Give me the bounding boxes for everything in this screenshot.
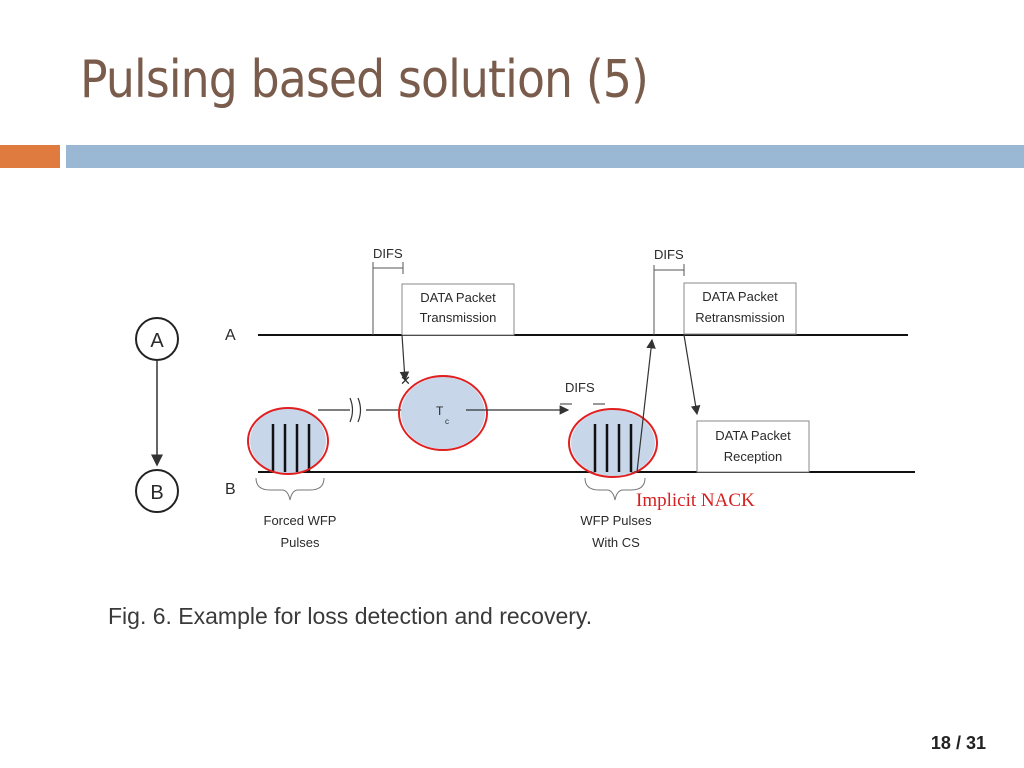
page-total: 31 (965, 733, 986, 753)
data-transmission-box: DATA Packet Transmission (401, 283, 515, 336)
highlight-circle-forced (247, 407, 329, 475)
highlight-circle-tc (398, 375, 488, 451)
nack-arrow (636, 338, 656, 473)
retransmission-arrow (683, 334, 701, 416)
lost-packet-arrow (399, 334, 410, 382)
tc-interval: T c (318, 375, 570, 451)
title-accent-bar-blue (66, 145, 1024, 168)
node-b-label: B (150, 482, 163, 504)
node-a-label: A (150, 330, 164, 352)
timeline-b-label: B (225, 481, 236, 498)
tc-label: T (436, 404, 444, 418)
rx-box-line-1: DATA Packet (715, 428, 791, 443)
forced-wfp-pulses: Forced WFP Pulses (247, 407, 337, 550)
tx-box-line-2: Transmission (420, 310, 497, 325)
difs-label-1: DIFS (373, 246, 403, 261)
forced-pulses-label-2: Pulses (280, 535, 320, 550)
forced-pulses-label-1: Forced WFP (264, 513, 337, 528)
retx-box-line-1: DATA Packet (702, 289, 778, 304)
difs-marker-3: DIFS (653, 247, 685, 335)
slide-title: Pulsing based solution (5) (80, 50, 649, 110)
timeline-a-label: A (225, 327, 236, 344)
difs-label-3: DIFS (654, 247, 684, 262)
figure-caption: Fig. 6. Example for loss detection and r… (108, 603, 593, 629)
retx-box-line-2: Retransmission (695, 310, 785, 325)
highlight-circle-cs (568, 408, 658, 478)
rx-box-line-2: Reception (724, 449, 783, 464)
page-separator: / (950, 733, 966, 753)
page-current: 18 (930, 733, 951, 753)
difs-label-2: DIFS (565, 380, 595, 395)
loss-x-mark: ✕ (400, 373, 411, 388)
difs-marker-1: DIFS (372, 246, 404, 335)
tc-subscript: c (445, 417, 449, 426)
data-retransmission-box: DATA Packet Retransmission (683, 282, 797, 335)
implicit-nack-annotation: Implicit NACK (636, 490, 755, 511)
difs-marker-2: DIFS (560, 380, 605, 405)
data-reception-box: DATA Packet Reception (696, 420, 810, 473)
node-b: B (135, 469, 179, 513)
page-number: 18 / 31 (931, 733, 986, 754)
node-a: A (135, 317, 179, 361)
tx-box-line-1: DATA Packet (420, 290, 496, 305)
wfp-pulses-with-cs: WFP Pulses With CS (568, 408, 658, 550)
cs-pulses-label-2: With CS (592, 535, 640, 550)
title-accent-bar-orange (0, 145, 60, 168)
cs-pulses-label-1: WFP Pulses (580, 513, 652, 528)
